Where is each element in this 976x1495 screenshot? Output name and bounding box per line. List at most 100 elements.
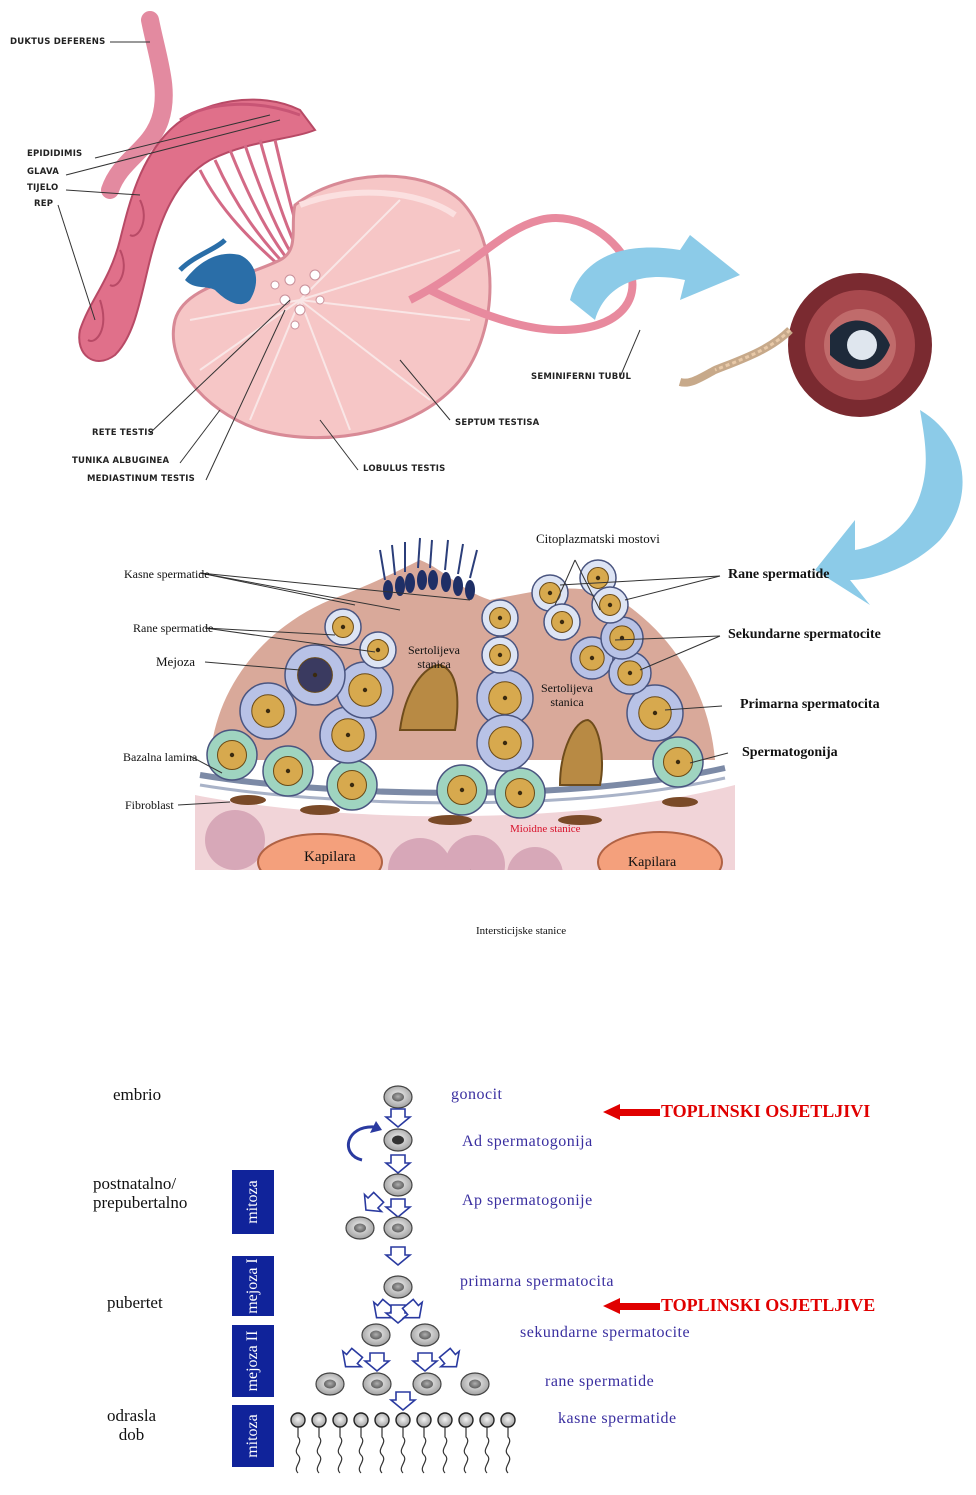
late-spermatid-head <box>396 1413 410 1427</box>
label-epididimis: EPIDIDIMIS <box>27 149 82 159</box>
cell-ap-spermatogonija <box>384 1174 412 1196</box>
label-rane-spermatide-right: Rane spermatide <box>728 567 830 583</box>
cell-primary-spermatocyte <box>384 1276 412 1298</box>
label-sekundarne-spermatocite: Sekundarne spermatocite <box>728 627 881 643</box>
label-sertolijeva-stanica-2: Sertolijeva stanica <box>537 681 597 709</box>
late-spermatid-tail <box>485 1427 488 1473</box>
meiotic-cell <box>285 645 345 705</box>
late-spermatid-tail <box>380 1427 383 1473</box>
spermatogonium-cell <box>437 765 487 815</box>
cell-early-spermatid <box>413 1373 441 1395</box>
warning-toplinski-osjetljive: TOPLINSKI OSJETLJIVE <box>661 1295 875 1316</box>
testis-body-shape <box>173 176 490 438</box>
late-spermatid-tail <box>506 1427 509 1473</box>
early-spermatid-cell <box>360 632 396 668</box>
stage-sekundarne-spermatocite: sekundarne spermatocite <box>520 1324 690 1342</box>
late-spermatid-head <box>291 1413 305 1427</box>
phase-mitoza-2: mitoza <box>232 1405 274 1467</box>
arrow-down <box>391 1392 415 1410</box>
period-postnatalno: postnatalno/ prepubertalno <box>93 1174 187 1212</box>
stage-gonocit: gonocit <box>451 1086 503 1104</box>
label-duktus-deferens: DUKTUS DEFERENS <box>10 37 105 47</box>
tubule-cross-section <box>680 273 932 417</box>
late-spermatid-head <box>333 1413 347 1427</box>
late-spermatid-tail <box>317 1427 320 1473</box>
flow-arrow-1 <box>570 235 740 320</box>
late-spermatid-tail <box>422 1427 425 1473</box>
cell-gonocit <box>384 1086 412 1108</box>
label-glava: GLAVA <box>27 167 59 177</box>
label-fibroblast: Fibroblast <box>125 798 174 813</box>
cell-ap-spermatogonija <box>384 1217 412 1239</box>
warning-toplinski-osjetljivi: TOPLINSKI OSJETLJIVI <box>661 1101 870 1122</box>
primary-spermatocyte-cell <box>477 715 533 771</box>
late-spermatid-head <box>480 1413 494 1427</box>
late-spermatid-head <box>375 1413 389 1427</box>
late-spermatid-tail <box>464 1427 467 1473</box>
cell-early-spermatid <box>461 1373 489 1395</box>
label-mioidne-stanice: Mioidne stanice <box>510 823 581 835</box>
late-spermatid-head <box>438 1413 452 1427</box>
early-spermatid-cell <box>482 637 518 673</box>
phase-mejoza-2: mejoza II <box>232 1325 274 1397</box>
label-kapilara-left: Kapilara <box>304 849 356 866</box>
primary-spermatocyte-cell <box>240 683 296 739</box>
arrow-down-left <box>336 1345 366 1374</box>
arrow-down <box>386 1155 410 1173</box>
flow-arrow-2 <box>815 410 963 605</box>
late-spermatid-head <box>417 1413 431 1427</box>
label-tijelo: TIJELO <box>27 183 58 193</box>
label-kapilara-right: Kapilara <box>628 855 676 871</box>
phase-mejoza-1: mejoza I <box>232 1256 274 1316</box>
late-spermatid-tail <box>401 1427 404 1473</box>
arrow-down <box>386 1247 410 1265</box>
warning-arrow-2 <box>603 1298 660 1314</box>
arrow-down <box>365 1353 389 1371</box>
late-spermatid-tail <box>338 1427 341 1473</box>
period-odrasla-dob: odrasla dob <box>107 1406 156 1444</box>
late-spermatid-head <box>312 1413 326 1427</box>
late-spermatid-tail <box>359 1427 362 1473</box>
arrow-down <box>386 1199 410 1217</box>
label-bazalna-lamina: Bazalna lamina <box>123 750 197 765</box>
label-intersticijske-stanice: Intersticijske stanice <box>476 925 566 937</box>
cell-secondary-spermatocyte <box>362 1324 390 1346</box>
stage-primarna-spermatocita: primarna spermatocita <box>460 1273 614 1291</box>
cell-early-spermatid <box>363 1373 391 1395</box>
arrow-down-right <box>436 1345 466 1374</box>
stage-kasne-spermatide: kasne spermatide <box>558 1410 677 1428</box>
arrow-down <box>386 1109 410 1127</box>
cell-ap-spermatogonija <box>346 1217 374 1239</box>
label-rane-spermatide-left: Rane spermatide <box>133 621 213 636</box>
label-kasne-spermatide: Kasne spermatide <box>124 567 210 582</box>
label-mejoza: Mejoza <box>156 654 195 670</box>
spermatogonium-cell <box>495 768 545 818</box>
cell-secondary-spermatocyte <box>411 1324 439 1346</box>
late-spermatid-head <box>501 1413 515 1427</box>
late-spermatid-tail <box>296 1427 299 1473</box>
period-embrio: embrio <box>113 1085 161 1104</box>
stage-ap-spermatogonije: Ap spermatogonije <box>462 1192 593 1210</box>
early-spermatid-cell <box>325 609 361 645</box>
early-spermatid-cell <box>482 600 518 636</box>
spermatogonium-cell <box>207 730 257 780</box>
arrow-down-left <box>357 1189 387 1219</box>
label-rep: REP <box>34 199 53 209</box>
stage-ad-spermatogonija: Ad spermatogonija <box>462 1133 593 1151</box>
label-primarna-spermatocita: Primarna spermatocita <box>740 697 880 713</box>
phase-mitoza-1: mitoza <box>232 1170 274 1234</box>
arrow-down <box>413 1353 437 1371</box>
period-pubertet: pubertet <box>107 1293 163 1312</box>
late-spermatid-head <box>354 1413 368 1427</box>
label-seminiferni-tubul: SEMINIFERNI TUBUL <box>531 372 631 382</box>
late-spermatid-tail <box>443 1427 446 1473</box>
label-sertolijeva-stanica-1: Sertolijeva stanica <box>406 643 462 671</box>
early-spermatid-cell <box>544 604 580 640</box>
spermatogonium-cell <box>263 746 313 796</box>
warning-arrow-1 <box>603 1104 660 1120</box>
late-spermatid-head <box>459 1413 473 1427</box>
spermatogonium-cell <box>327 760 377 810</box>
label-spermatogonija: Spermatogonija <box>742 745 838 761</box>
cell-ad-spermatogonija <box>384 1129 412 1151</box>
